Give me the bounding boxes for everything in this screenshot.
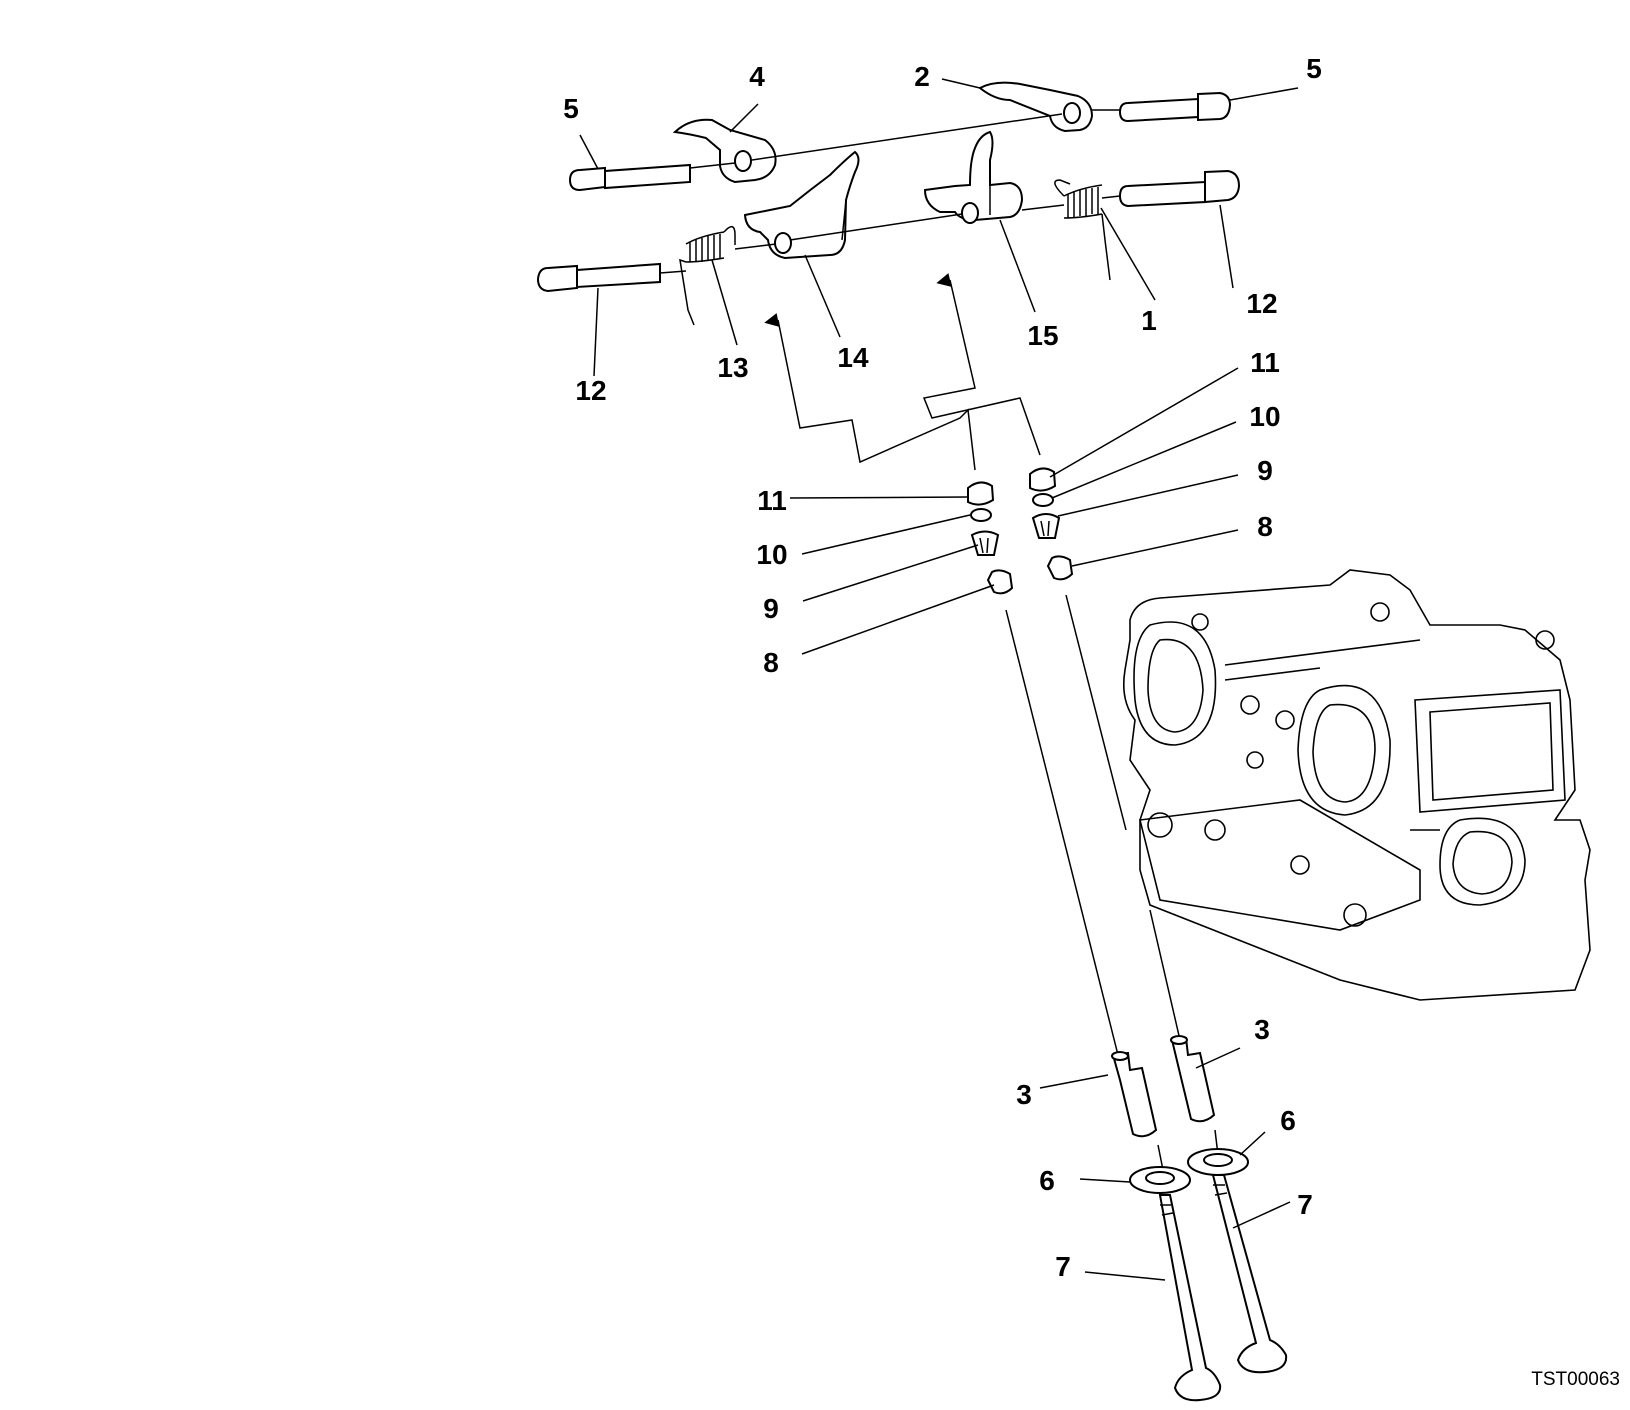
assembly-lines (659, 109, 1219, 1176)
rocker-pins (536, 91, 1241, 293)
callout-13: 13 (717, 352, 748, 383)
cylinder-head (1122, 569, 1591, 1001)
callout-labels: 1 2 3 3 4 5 5 6 6 7 7 8 8 9 9 10 10 11 1… (563, 53, 1322, 1282)
callout-5-right: 5 (1306, 53, 1322, 84)
callout-14: 14 (837, 342, 869, 373)
valve-seal-stacks (967, 467, 1074, 595)
callout-15: 15 (1027, 320, 1058, 351)
callout-12-right: 12 (1246, 288, 1277, 319)
callout-10-left: 10 (756, 539, 787, 570)
callout-9-right: 9 (1257, 455, 1273, 486)
callout-6-left: 6 (1039, 1165, 1055, 1196)
callout-3-left: 3 (1016, 1079, 1032, 1110)
valves (1111, 1035, 1288, 1402)
callout-3-right: 3 (1254, 1014, 1270, 1045)
rocker-arms (672, 81, 1094, 260)
installation-arrows (764, 273, 1041, 471)
callout-8-left: 8 (763, 647, 779, 678)
callout-1: 1 (1141, 305, 1157, 336)
callout-11-right: 11 (1250, 347, 1280, 378)
callout-6-right: 6 (1280, 1105, 1296, 1136)
callout-9-left: 9 (763, 593, 779, 624)
callout-7-left: 7 (1055, 1251, 1071, 1282)
callout-7-right: 7 (1297, 1189, 1313, 1220)
callout-8-right: 8 (1257, 511, 1273, 542)
leader-lines (579, 78, 1299, 1281)
callout-5-left: 5 (563, 93, 579, 124)
callout-12-left: 12 (575, 375, 606, 406)
callout-2: 2 (914, 61, 930, 92)
callout-10-right: 10 (1249, 401, 1280, 432)
torsion-springs (679, 179, 1111, 326)
drawing-code: TST00063 (1531, 1369, 1620, 1390)
callout-4: 4 (749, 61, 765, 92)
callout-11-left: 11 (757, 485, 787, 516)
